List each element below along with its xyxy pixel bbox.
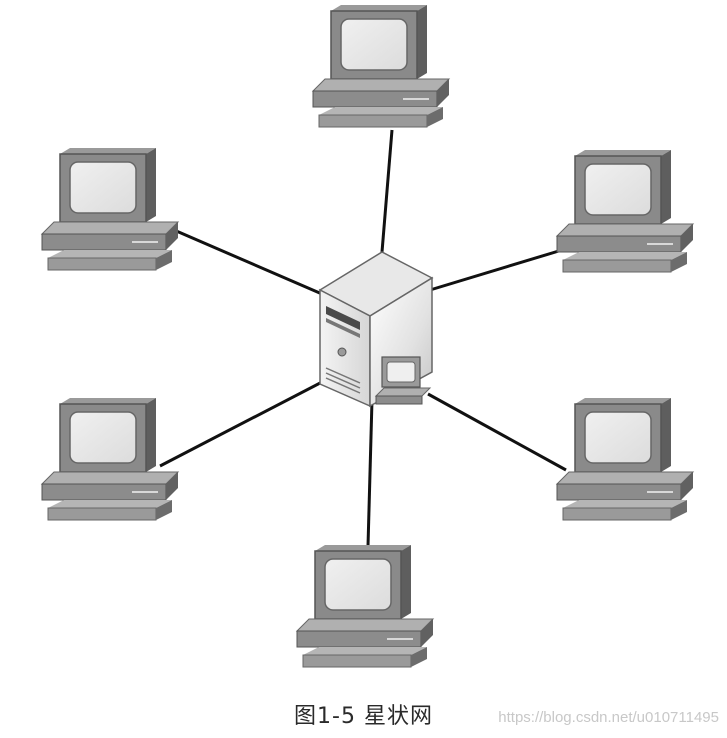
watermark-text: https://blog.csdn.net/u010711495 <box>498 709 719 726</box>
link-to-pc-upper-left <box>173 228 323 296</box>
computer-icon <box>556 397 694 521</box>
figure-caption: 图1-5 星状网 <box>294 704 433 729</box>
link-to-pc-lower-left <box>159 380 323 468</box>
computer-icon <box>296 544 434 668</box>
computer-icon <box>556 149 694 273</box>
link-to-pc-upper-right <box>429 248 563 292</box>
link-to-pc-top <box>380 129 394 253</box>
computer-icon <box>312 4 450 128</box>
computer-icon <box>41 147 179 271</box>
computer-icon <box>41 397 179 521</box>
link-to-pc-bottom <box>366 399 374 547</box>
link-lines <box>159 129 567 547</box>
link-to-pc-lower-right <box>427 392 567 472</box>
server-icon <box>318 251 434 408</box>
